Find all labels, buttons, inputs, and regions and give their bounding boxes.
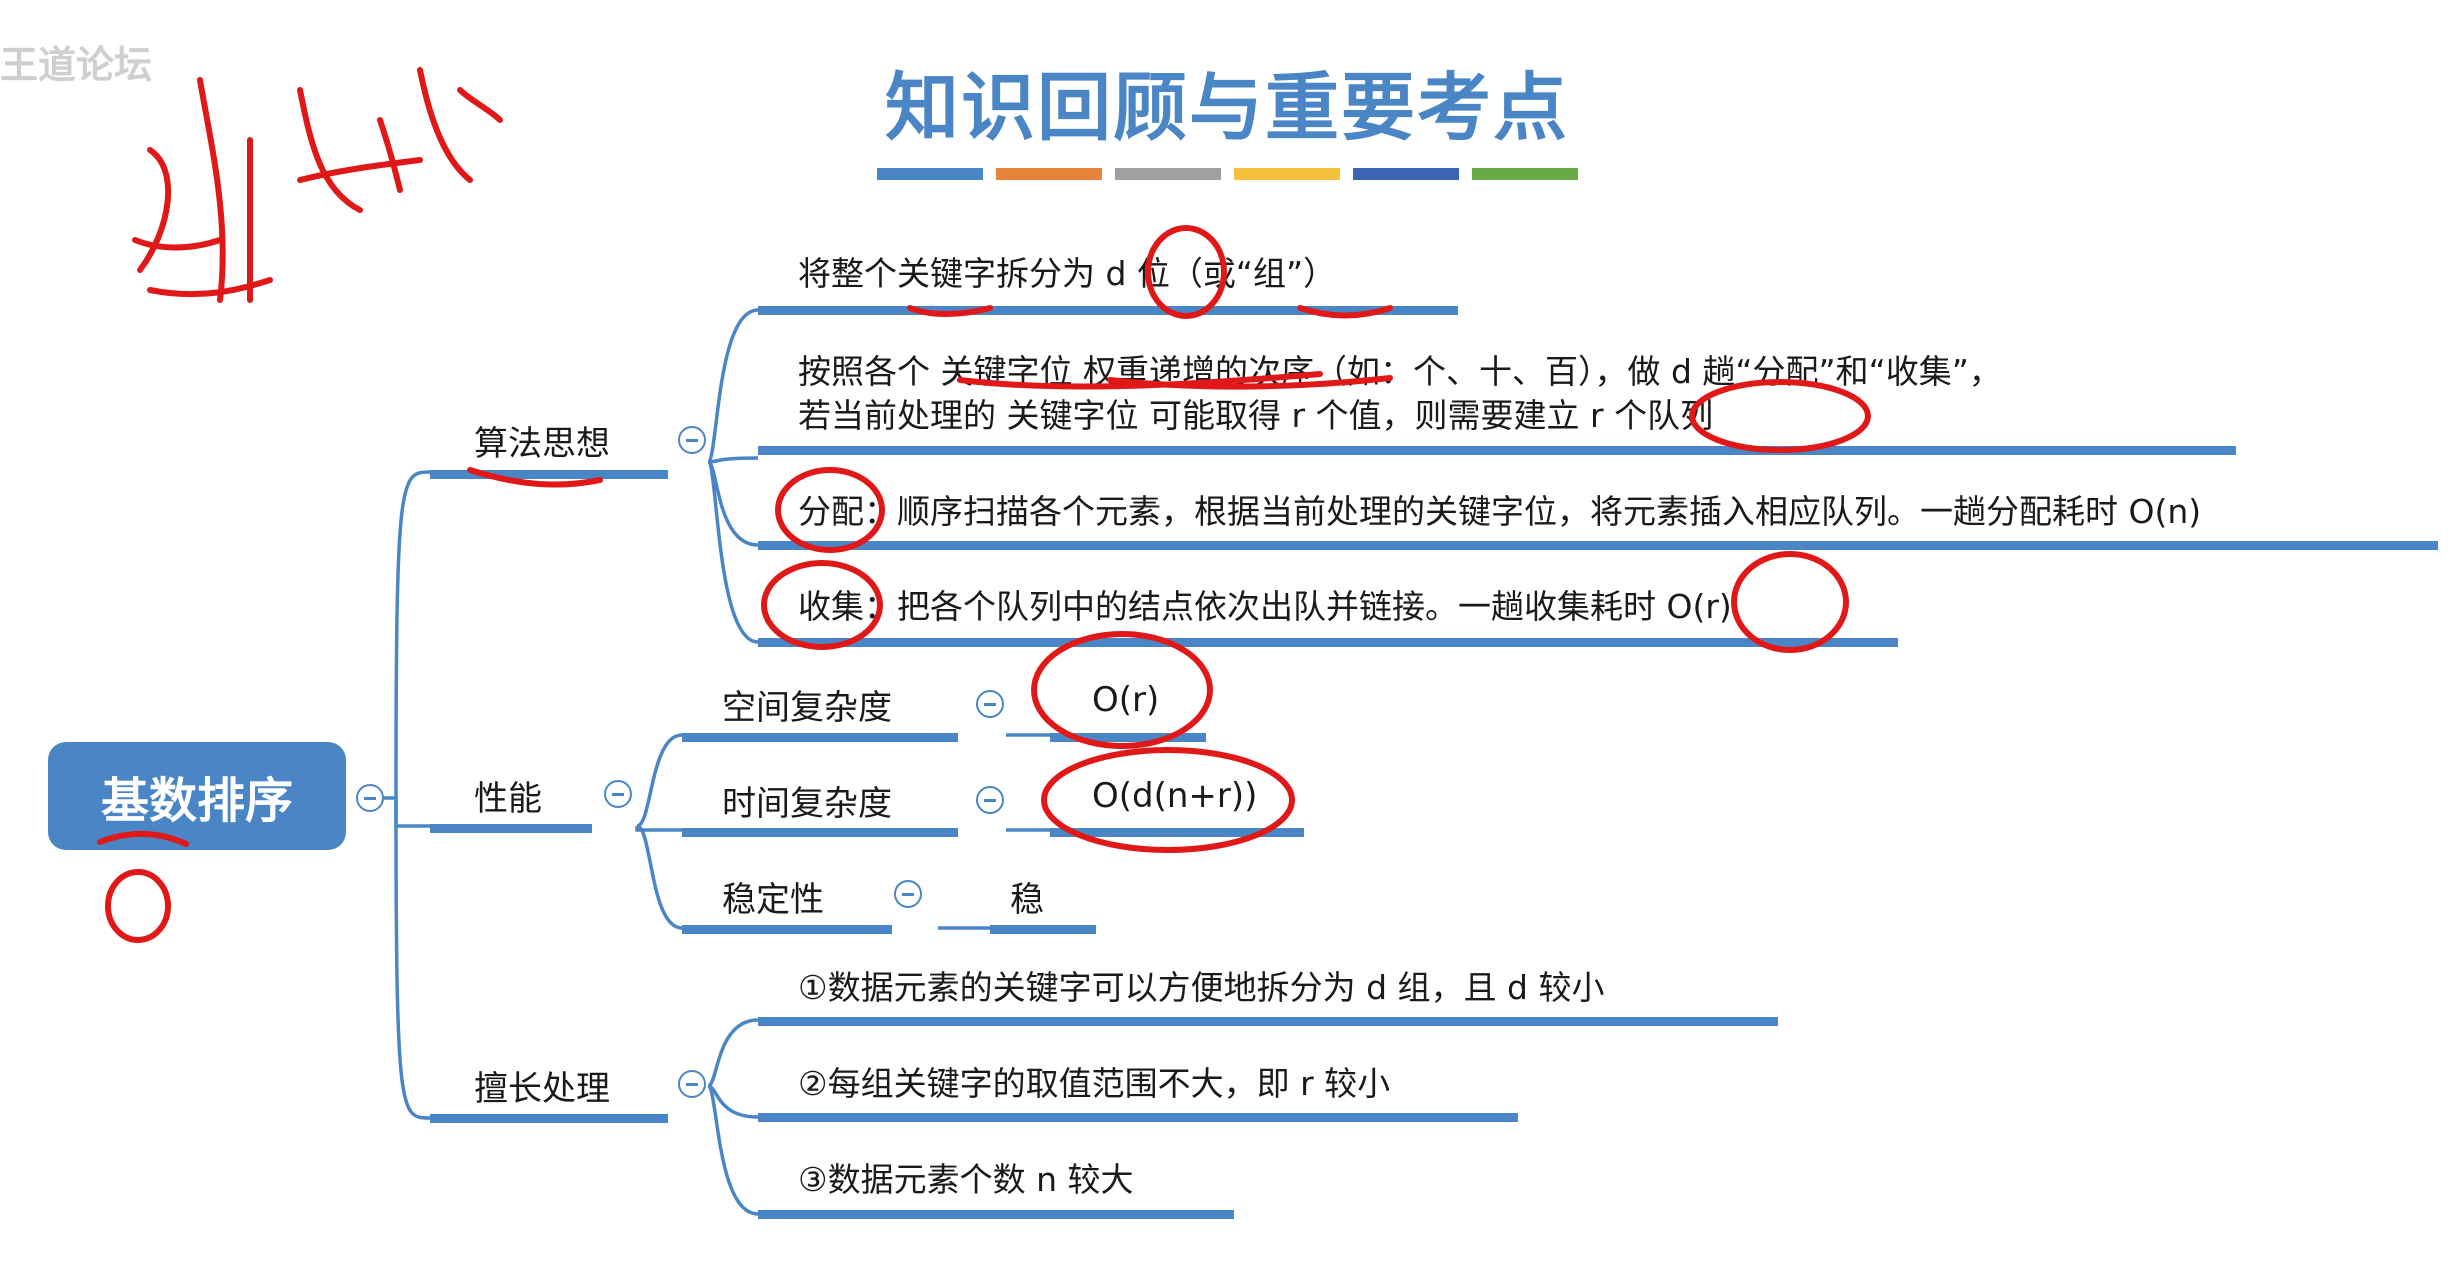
algorithm-leaf-3-underline bbox=[758, 541, 2438, 550]
performance-space-value-underline bbox=[1050, 733, 1206, 742]
performance-time-toggle[interactable] bbox=[976, 786, 1004, 814]
performance-time-label: 时间复杂度 bbox=[722, 784, 892, 824]
circle-r-queue bbox=[1689, 379, 1871, 453]
branch-expertise-underline bbox=[430, 1114, 668, 1123]
performance-space-value: O(r) bbox=[1092, 680, 1160, 720]
expertise-leaf-1-underline bbox=[758, 1017, 1778, 1026]
page-title: 知识回顾与重要考点 bbox=[885, 65, 1569, 151]
root-label: 基数排序 bbox=[100, 773, 293, 829]
title-bar-3 bbox=[1115, 168, 1221, 180]
expertise-leaf-3-underline bbox=[758, 1210, 1234, 1219]
performance-time-underline bbox=[682, 828, 958, 837]
branch-expertise-label: 擅长处理 bbox=[474, 1069, 610, 1109]
circle-or bbox=[1731, 551, 1849, 653]
title-bar-2 bbox=[996, 168, 1102, 180]
title-bar-5 bbox=[1353, 168, 1459, 180]
algorithm-leaf-4: 收集：把各个队列中的结点依次出队并链接。一趟收集耗时 O(r) bbox=[798, 587, 1732, 626]
circle-time-value bbox=[1041, 747, 1295, 853]
branch-performance-label: 性能 bbox=[474, 779, 542, 819]
circle-fenpei bbox=[775, 467, 885, 553]
performance-time-value: O(d(n+r)) bbox=[1092, 776, 1258, 816]
title-bar-6 bbox=[1472, 168, 1578, 180]
handwriting-scrawl bbox=[132, 67, 503, 303]
expertise-leaf-2-underline bbox=[758, 1113, 1518, 1122]
performance-stability-value-underline bbox=[990, 925, 1096, 934]
ink-underline-2 bbox=[1297, 305, 1393, 319]
ink-underline-6 bbox=[97, 831, 189, 847]
algorithm-leaf-4-underline bbox=[758, 638, 1898, 647]
root-node[interactable]: 基数排序 bbox=[48, 742, 346, 850]
performance-space-toggle[interactable] bbox=[976, 690, 1004, 718]
branch-algorithm-underline bbox=[430, 470, 668, 479]
ink-underline-4 bbox=[1107, 375, 1393, 390]
algorithm-leaf-3: 分配：顺序扫描各个元素，根据当前处理的关键字位，将元素插入相应队列。一趟分配耗时… bbox=[798, 492, 2202, 531]
watermark: 王道论坛 bbox=[0, 43, 153, 87]
ink-underline-5 bbox=[467, 467, 603, 488]
branch-algorithm-label: 算法思想 bbox=[474, 424, 610, 464]
algorithm-leaf-1: 将整个关键字拆分为 d 位（或“组”） bbox=[798, 254, 1337, 293]
circle-d bbox=[1145, 225, 1227, 319]
performance-space-underline bbox=[682, 733, 958, 742]
performance-space-label: 空间复杂度 bbox=[722, 688, 892, 728]
algorithm-leaf-2-underline bbox=[758, 446, 2236, 455]
expertise-leaf-3: ③数据元素个数 n 较大 bbox=[798, 1160, 1134, 1199]
branch-performance-underline bbox=[430, 824, 592, 833]
root-collapse-toggle[interactable] bbox=[356, 784, 384, 812]
ink-underline-1 bbox=[907, 305, 993, 317]
performance-stability-toggle[interactable] bbox=[894, 880, 922, 908]
algorithm-leaf-1-underline bbox=[758, 306, 1458, 315]
performance-stability-label: 稳定性 bbox=[722, 880, 824, 920]
expertise-leaf-2: ②每组关键字的取值范围不大，即 r 较小 bbox=[798, 1064, 1391, 1103]
branch-expertise-toggle[interactable] bbox=[678, 1070, 706, 1098]
branch-performance-toggle[interactable] bbox=[604, 780, 632, 808]
title-bar-4 bbox=[1234, 168, 1340, 180]
title-bar-1 bbox=[877, 168, 983, 180]
circle-root-under bbox=[105, 869, 171, 943]
algorithm-leaf-2-line-2: 若当前处理的 关键字位 可能取得 r 个值，则需要建立 r 个队列 bbox=[798, 396, 1714, 435]
performance-stability-underline bbox=[682, 925, 892, 934]
expertise-leaf-1: ①数据元素的关键字可以方便地拆分为 d 组，且 d 较小 bbox=[798, 968, 1605, 1007]
branch-algorithm-toggle[interactable] bbox=[678, 426, 706, 454]
performance-stability-value: 稳 bbox=[1010, 880, 1044, 920]
ink-underline-3 bbox=[957, 371, 1323, 390]
circle-space-value bbox=[1031, 631, 1213, 749]
circle-shouji bbox=[761, 560, 883, 650]
performance-time-value-underline bbox=[1050, 828, 1304, 837]
